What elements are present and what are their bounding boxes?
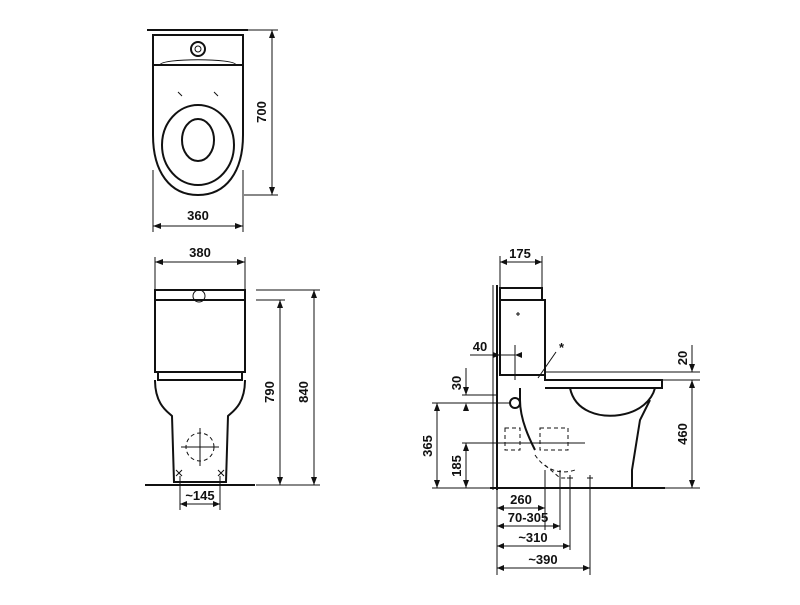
- dim-text-380: 380: [189, 245, 211, 260]
- dim-text-840: 840: [296, 381, 311, 403]
- dim-text-30: 30: [449, 376, 464, 390]
- dim-text-185: 185: [449, 455, 464, 477]
- bowl-outline: [152, 65, 244, 197]
- front-view: 380 ~145 790 840: [145, 245, 320, 510]
- fixing-mark: [516, 312, 520, 316]
- leader-line: [537, 351, 557, 379]
- bowl-front: [631, 399, 651, 488]
- outlet-curve-hidden: [534, 454, 576, 473]
- dim-text-310: ~310: [518, 530, 547, 545]
- flush-button: [192, 289, 206, 303]
- flush-button: [190, 41, 206, 57]
- dim-text-40: 40: [473, 339, 487, 354]
- note-marker: *: [559, 340, 565, 355]
- dim-text-360: 360: [187, 208, 209, 223]
- dim-text-260: 260: [510, 492, 532, 507]
- dim-text-460: 460: [675, 423, 690, 445]
- cistern-lid: [154, 289, 246, 301]
- seat-outer: [161, 104, 235, 186]
- cistern-outline: [152, 34, 244, 66]
- dim-text-20: 20: [675, 351, 690, 365]
- flush-button-inner: [194, 45, 202, 53]
- outlet-hidden: [504, 427, 521, 451]
- cistern-body: [499, 299, 546, 376]
- bowl-back: [519, 388, 536, 451]
- dim-text-390: ~390: [528, 552, 557, 567]
- fixing-marks: [567, 475, 593, 481]
- seat-edge: [157, 371, 243, 381]
- cistern-lid-line: [159, 59, 237, 66]
- side-view: 175 40 * 20 460: [420, 246, 700, 575]
- dim-arrows: [463, 387, 469, 411]
- cistern-lid: [499, 287, 543, 301]
- dim-text-175: 175: [509, 246, 531, 261]
- dim-text-700: 700: [254, 101, 269, 123]
- hinge-mark-left: [177, 91, 183, 97]
- top-view: 700 360: [147, 29, 278, 232]
- dim-arrows: [493, 352, 522, 358]
- dim-text-365: 365: [420, 435, 435, 457]
- inlet-connection: [509, 397, 521, 409]
- cistern-body: [154, 300, 246, 373]
- seat-profile: [544, 375, 663, 389]
- fixing-marks: [175, 469, 225, 477]
- hinge-mark-right: [213, 91, 219, 97]
- dim-arrows: [497, 523, 560, 529]
- dim-arrows: [689, 364, 695, 372]
- dim-text-790: 790: [262, 381, 277, 403]
- dim-text-145: ~145: [185, 488, 214, 503]
- seat-opening: [181, 118, 215, 162]
- outlet-hidden: [539, 427, 569, 451]
- pedestal-outline: [154, 379, 246, 483]
- bowl-interior: [569, 387, 656, 417]
- dim-text-70-305: 70-305: [508, 510, 548, 525]
